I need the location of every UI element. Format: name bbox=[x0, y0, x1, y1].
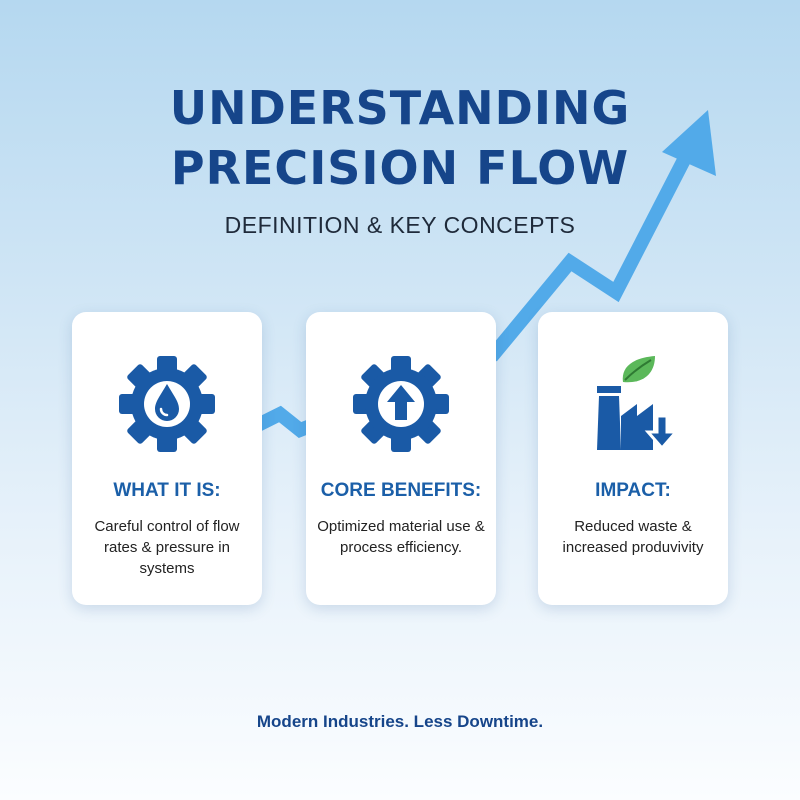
factory-leaf-icon bbox=[597, 356, 680, 451]
card-title: WHAT IT IS: bbox=[113, 480, 221, 501]
page-title-line2: PRECISION FLOW bbox=[170, 141, 630, 195]
gear-water-drop-icon bbox=[119, 356, 215, 452]
card-description: Optimized material use & process efficie… bbox=[317, 518, 485, 556]
card-title: IMPACT: bbox=[595, 480, 671, 501]
page-title-line1: UNDERSTANDING bbox=[169, 81, 631, 135]
card-title: CORE BENEFITS: bbox=[320, 480, 482, 501]
card-what-it-is: WHAT IT IS: Careful control of flow rate… bbox=[72, 312, 262, 605]
footer-tagline: Modern Industries. Less Downtime. bbox=[256, 712, 544, 731]
card-impact: IMPACT: Reduced waste & increased produv… bbox=[538, 312, 728, 605]
card-description: Reduced waste & increased produvivity bbox=[562, 518, 704, 556]
page-subtitle: DEFINITION & KEY CONCEPTS bbox=[224, 212, 576, 238]
gear-up-arrow-icon bbox=[353, 356, 449, 452]
card-core-benefits: CORE BENEFITS: Optimized material use & … bbox=[306, 312, 496, 605]
card-description: Careful control of flow rates & pressure… bbox=[94, 518, 240, 577]
